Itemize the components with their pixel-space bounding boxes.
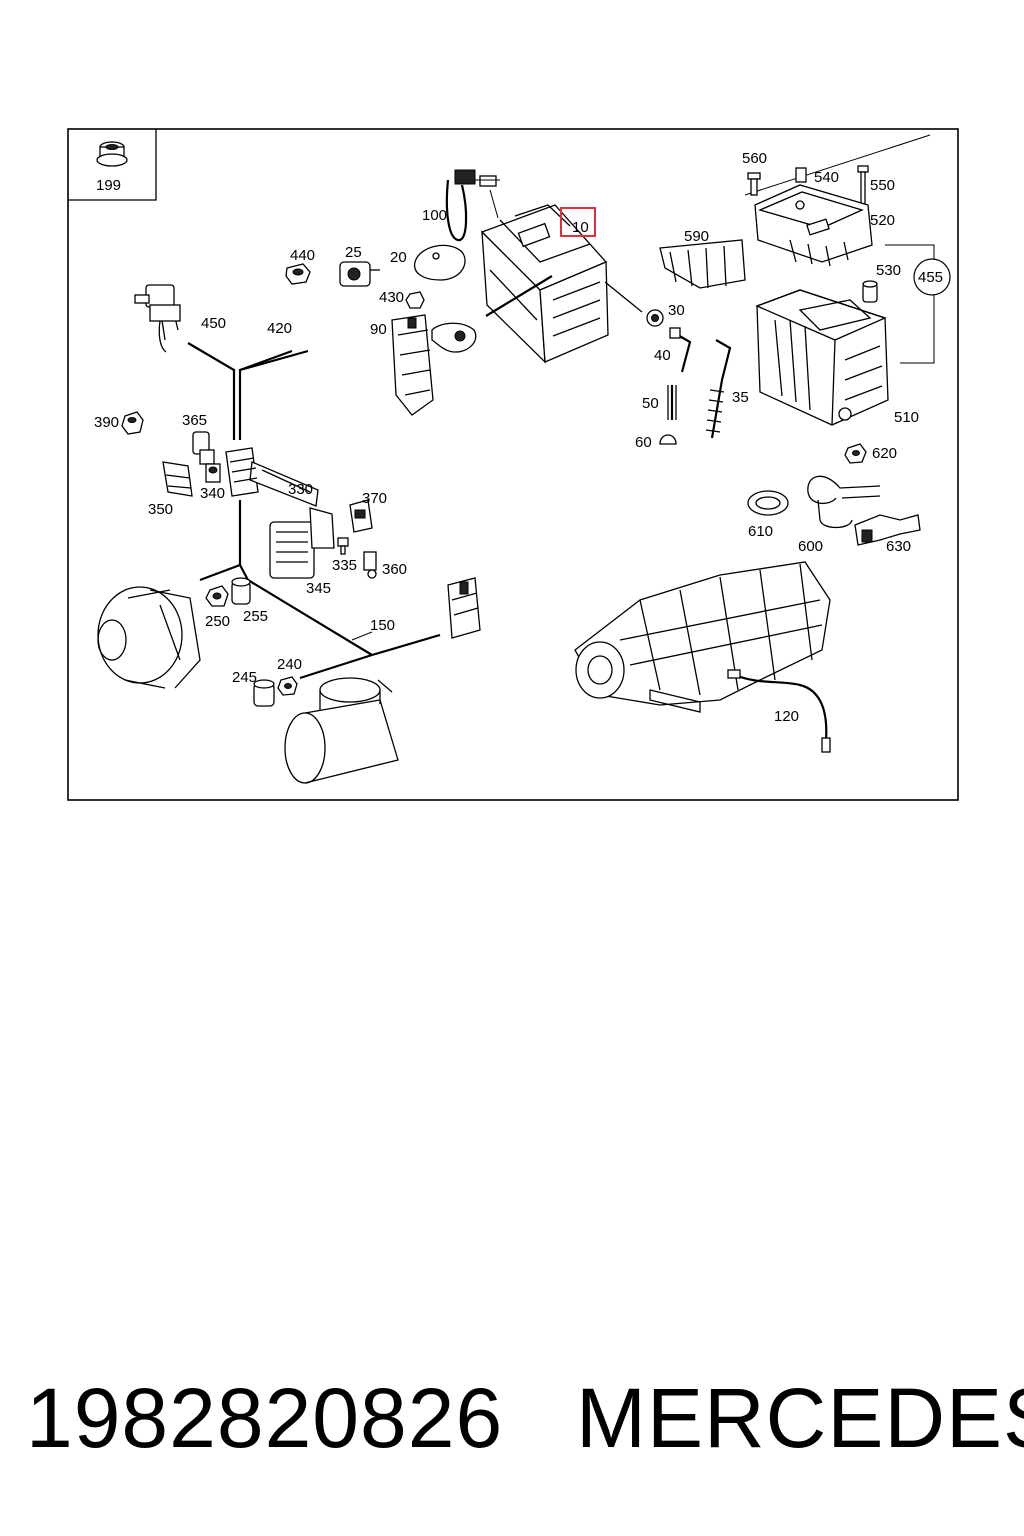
label-540: 540 [814,169,839,186]
sensor-630 [854,514,921,546]
diagram-frame [67,128,959,801]
label-90: 90 [370,321,387,338]
cap-255 [231,577,251,605]
nut-240 [277,676,298,696]
vent-hose-35 [705,339,732,439]
label-40: 40 [654,347,671,364]
grommet-icon [96,141,128,167]
harness-leaders [187,342,441,680]
lead-bracket-455-bottom [900,295,935,364]
module-150 [447,577,481,639]
label-610: 610 [748,523,773,540]
label-245: 245 [232,669,257,686]
label-455: 455 [918,269,943,286]
label-199: 199 [96,177,121,194]
label-240: 240 [277,656,302,673]
label-590: 590 [684,228,709,245]
label-345: 345 [306,580,331,597]
bolt-550 [857,165,869,209]
label-550: 550 [870,177,895,194]
label-430: 430 [379,289,404,306]
cap-245 [253,679,275,707]
label-30: 30 [668,302,685,319]
alternator-drawing [97,586,201,689]
label-530: 530 [876,262,901,279]
label-250: 250 [205,613,230,630]
highlight-box-10 [560,207,596,237]
wiring-strip-330 [225,447,319,507]
control-unit-345 [269,507,335,579]
label-340: 340 [200,485,225,502]
battery-housing-510 [755,289,889,426]
label-360: 360 [382,561,407,578]
label-420: 420 [267,320,292,337]
terminal-25 [339,261,380,287]
bracket-350 [162,461,193,497]
label-10: 10 [572,219,589,236]
lead-bracket-455-top [885,244,935,262]
fuse-box-90 [391,314,477,416]
connector-360 [363,551,377,579]
footer: 1982820826 MERCEDES [0,1368,1024,1478]
label-25: 25 [345,244,362,261]
screw-335 [337,537,349,555]
nut-620 [844,443,867,464]
bolt-560 [747,172,761,196]
battery-drawing [480,204,643,364]
label-350: 350 [148,501,173,518]
cover-plate-20 [413,244,466,281]
parts-diagram: 199 10 100 20 440 [67,128,959,801]
label-630: 630 [886,538,911,555]
part-number: 1982820826 [26,1371,504,1465]
nut-430 [405,291,425,309]
label-50: 50 [642,395,659,412]
plug-30 [646,309,664,327]
label-255: 255 [243,608,268,625]
label-365: 365 [182,412,207,429]
label-60: 60 [635,434,652,451]
starter-motor-drawing [284,677,399,784]
label-335: 335 [332,557,357,574]
plug-530 [862,280,878,303]
control-module-520 [754,184,873,267]
label-620: 620 [872,445,897,462]
label-600: 600 [798,538,823,555]
lead-bracket-top [744,134,931,196]
label-440: 440 [290,247,315,264]
label-100: 100 [422,207,447,224]
transmission-drawing [574,561,831,713]
ground-cable-120 [727,669,831,753]
label-20: 20 [390,249,407,266]
sensor-harness-450 [134,284,181,353]
label-560: 560 [742,150,767,167]
hose-50 [667,385,677,420]
nut-250 [205,585,229,607]
label-520: 520 [870,212,895,229]
bracket-340 [205,463,221,483]
label-120: 120 [774,708,799,725]
label-150: 150 [370,617,395,634]
label-35: 35 [732,389,749,406]
label-370: 370 [362,490,387,507]
label-450: 450 [201,315,226,332]
seal-ring-610 [747,490,789,516]
label-510: 510 [894,409,919,426]
nut-390 [121,411,144,435]
relay-370 [349,499,373,533]
battery-cable-100 [445,169,500,242]
bracket-590 [659,239,746,289]
inset-box-199: 199 [68,129,157,201]
connector-365 [192,431,215,465]
label-330: 330 [288,481,313,498]
callout-455: 455 [913,258,951,296]
brand-name: MERCEDES [576,1371,1024,1465]
vent-pipe-600 [807,475,881,529]
clip-540 [795,167,807,183]
label-390: 390 [94,414,119,431]
elbow-40 [669,327,692,373]
grommet-60 [659,434,677,445]
nut-440 [285,263,311,285]
